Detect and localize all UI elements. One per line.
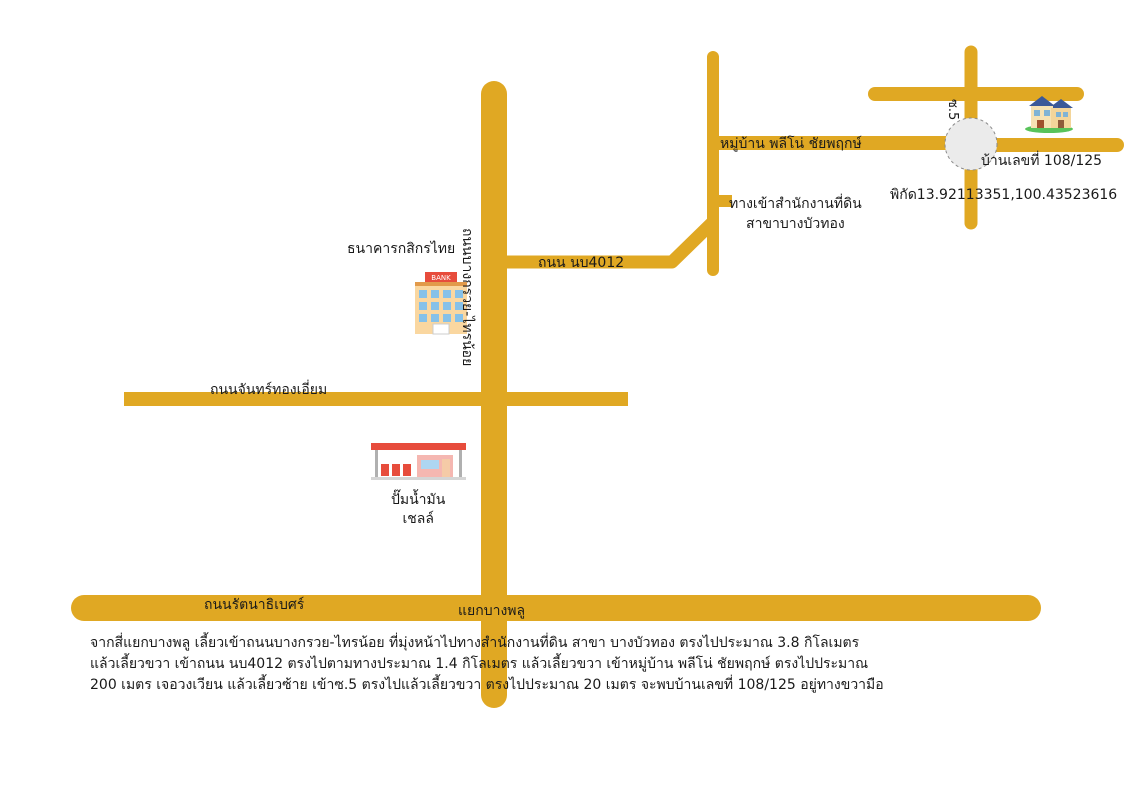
road-network xyxy=(71,45,1124,708)
land-office-label-line1: ทางเข้าสำนักงานที่ดิน xyxy=(729,196,862,212)
bank-building-icon: BANK xyxy=(415,272,467,335)
gas-station-label: ปั๊มน้ำมัน เชลล์ xyxy=(391,491,445,529)
land-office-label: ทางเข้าสำนักงานที่ดิน สาขาบางบัวทอง xyxy=(729,194,862,234)
bank-label: ธนาคารกสิกรไทย xyxy=(347,241,456,257)
village-label: หมู่บ้าน พลีโน่ ชัยพฤกษ์ xyxy=(720,136,862,152)
road-label-nb4012: ถนน นบ4012 xyxy=(538,255,625,271)
directions-text: จากสี่แยกบางพลู เลี้ยวเข้าถนนบางกรวย-ไทร… xyxy=(90,633,1050,696)
roundabout xyxy=(944,117,998,171)
house-icon xyxy=(1025,96,1073,133)
road-label-rattanathibet: ถนนรัตนาธิเบศร์ xyxy=(204,597,305,613)
coordinates-label: พิกัด13.92113351,100.43523616 xyxy=(890,187,1118,203)
gas-station-icon xyxy=(371,443,466,480)
land-office-label-line2: สาขาบางบัวทอง xyxy=(746,216,845,232)
directions-line-2: แล้วเลี้ยวขวา เข้าถนน นบ4012 ตรงไปตามทาง… xyxy=(90,656,869,672)
house-number-label: บ้านเลขที่ 108/125 xyxy=(981,153,1103,169)
directions-line-3: 200 เมตร เจอวงเวียน แล้วเลี้ยวซ้าย เข้าซ… xyxy=(90,677,884,693)
directions-line-1: จากสี่แยกบางพลู เลี้ยวเข้าถนนบางกรวย-ไทร… xyxy=(90,635,860,651)
road-label-bang-kruai-sai-noi: ถนนบางกรวย-ไทรน้อย xyxy=(459,228,475,367)
junction-label: แยกบางพลู xyxy=(458,603,526,619)
road-label-soi-5: ซ.5 xyxy=(945,99,960,121)
gas-station-label-line2: เชลล์ xyxy=(402,511,434,527)
road-nb4012 xyxy=(494,217,718,269)
road-label-chan-thong-iam: ถนนจันทร์ทองเอี่ยม xyxy=(210,382,328,398)
bank-sign: BANK xyxy=(431,274,451,282)
gas-station-label-line1: ปั๊มน้ำมัน xyxy=(391,492,446,508)
